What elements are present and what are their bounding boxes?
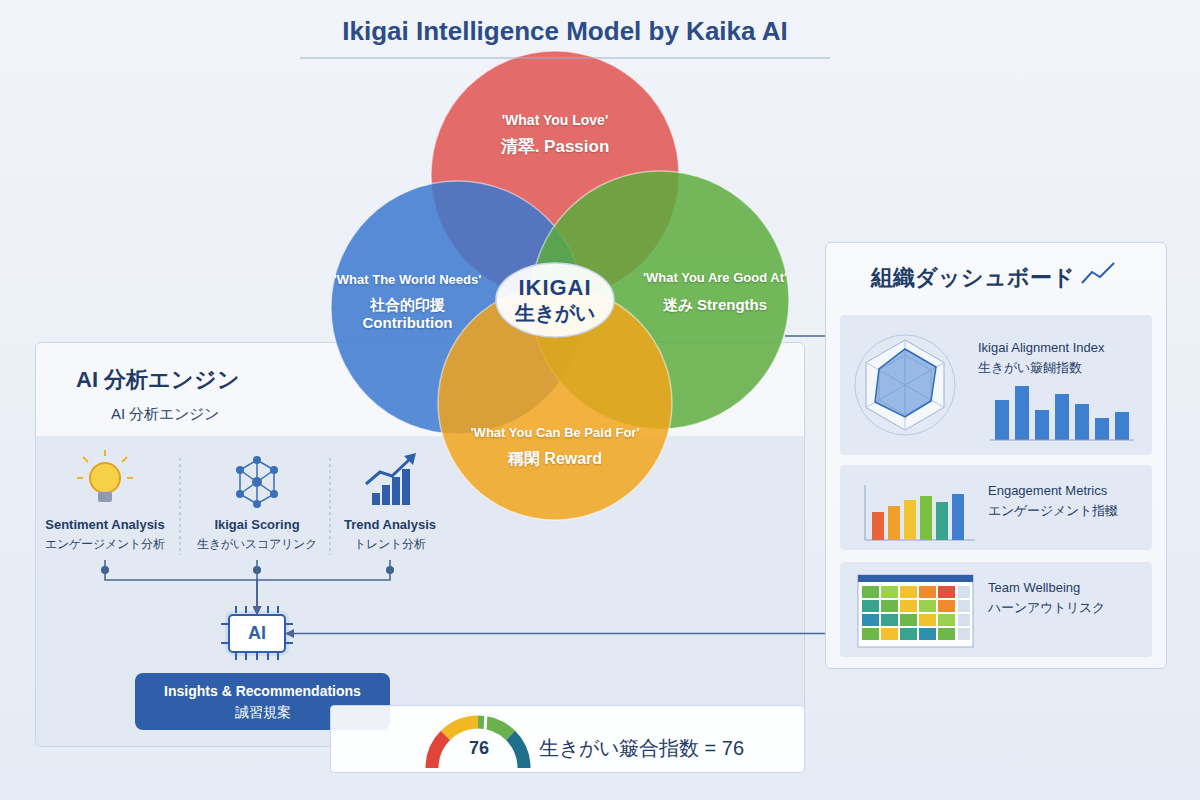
node-subtext: ハーンアウトリスク: [988, 600, 1152, 616]
node-heading: Sentiment Analysis: [45, 517, 164, 533]
node-heading: Engagement Metrics: [988, 483, 1152, 499]
node-subtext: 迷み Strengths: [663, 296, 767, 314]
node-heading: IKIGAI: [518, 275, 591, 301]
node-heading: 'What You Love': [502, 112, 608, 129]
node-heading: 'What You Can Be Paid For': [471, 425, 640, 441]
node-heading: 組織ダッシュボード: [871, 265, 1166, 291]
node-heading: 'What The World Needs': [334, 272, 482, 288]
node-subtext: 稱閑 Reward: [508, 449, 602, 468]
dashboard-panel: 組織ダッシュボード Ikigai Alignment Index 生きがい簸餬指数 E…: [825, 242, 1167, 669]
node-heading: Trend Analysis: [344, 517, 436, 533]
node-heading: Ikigai Alignment Index: [978, 340, 1152, 356]
node-subtext: エンゲージメント分析: [45, 537, 165, 551]
node-subtext: 生きがい簸合指数 = 76: [539, 736, 744, 760]
node-heading: Ikigai Scoring: [214, 517, 299, 533]
score-strip: 76 生きがい簸合指数 = 76: [330, 705, 805, 773]
node-subtext: 誠習規案: [235, 704, 291, 721]
metric-card: Ikigai Alignment Index 生きがい簸餬指数: [840, 315, 1152, 455]
metric-card: Team Wellbeing ハーンアウトリスク: [840, 562, 1152, 657]
analysis-item: Trend Analysis トレント分析: [330, 445, 450, 560]
ai-chip: AI: [228, 614, 286, 653]
node-subtext: エンゲージメント指輟: [988, 503, 1152, 519]
analysis-item: Sentiment Analysis エンゲージメント分析: [40, 445, 170, 560]
node-heading: 76: [449, 738, 509, 760]
node-subtext: トレント分析: [354, 537, 426, 551]
node-heading: 'What You Are Good At': [643, 270, 787, 286]
shape-outline: [495, 262, 615, 338]
node-subtext: 生きがいスコアリンク: [197, 537, 317, 551]
circle-shape: [438, 286, 672, 520]
node-subtext: 生きがい: [515, 301, 595, 325]
center-ellipse: IKIGAI生きがい: [495, 262, 615, 338]
node-subtext: 生きがい簸餬指数: [978, 360, 1152, 376]
analysis-item: Ikigai Scoring 生きがいスコアリンク: [182, 445, 332, 560]
connector: [785, 335, 825, 337]
node-heading: AI: [248, 623, 266, 645]
node-subtext: 清翠. Passion: [501, 137, 610, 157]
node-heading: Team Wellbeing: [988, 580, 1152, 596]
ellipse-shape: [496, 263, 614, 337]
diagram-title: Ikigai Intelligence Model by Kaika AI: [200, 16, 930, 47]
metric-card: Engagement Metrics エンゲージメント指輟: [840, 465, 1152, 550]
node-subtext: 社合的印援 Contribution: [330, 296, 485, 332]
node-heading: Insights & Recommendations: [164, 683, 361, 700]
